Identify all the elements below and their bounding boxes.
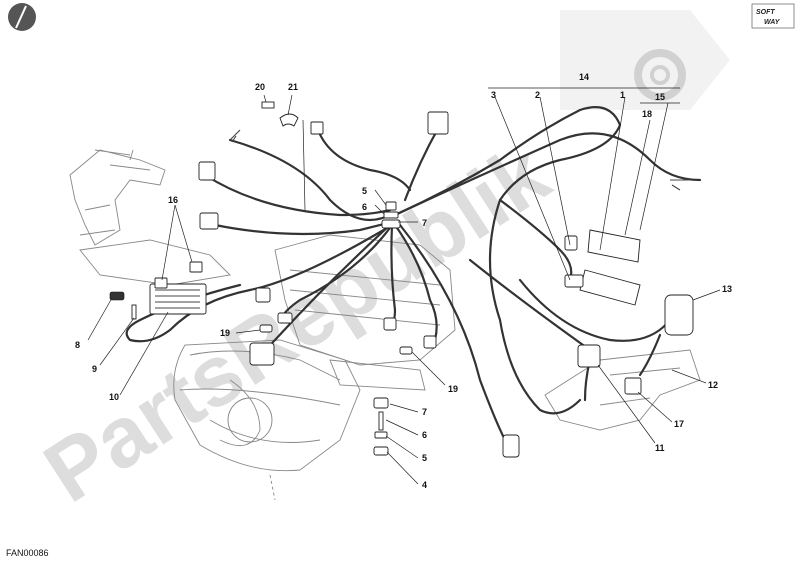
nut-part bbox=[373, 446, 389, 456]
screw-part bbox=[385, 201, 397, 211]
spacer-part bbox=[373, 397, 389, 409]
connector-part bbox=[502, 434, 520, 458]
callout-11: 11 bbox=[655, 443, 665, 453]
sensor-part bbox=[577, 344, 601, 368]
callout-17: 17 bbox=[674, 419, 684, 429]
gear-icon bbox=[634, 49, 686, 101]
callout-7-bottom: 7 bbox=[422, 407, 427, 417]
sensor-part bbox=[624, 377, 642, 395]
callout-6-bottom: 6 bbox=[422, 430, 427, 440]
control-unit-part bbox=[564, 274, 584, 288]
connector-part bbox=[198, 161, 216, 181]
control-unit-part bbox=[587, 229, 641, 263]
callout-20: 20 bbox=[255, 82, 265, 92]
screw-part bbox=[261, 101, 275, 109]
spacer-part bbox=[381, 219, 401, 229]
frame-bracket bbox=[69, 149, 231, 286]
connectors bbox=[109, 101, 694, 458]
watermark-shape bbox=[560, 10, 730, 110]
callout-6-top: 6 bbox=[362, 202, 367, 212]
bulb-part bbox=[399, 346, 413, 355]
screw-part bbox=[378, 411, 384, 431]
connector-part bbox=[383, 317, 397, 331]
callout-3: 3 bbox=[491, 90, 496, 100]
control-unit-part bbox=[564, 235, 578, 251]
connector-part bbox=[423, 335, 437, 349]
callout-13: 13 bbox=[722, 284, 732, 294]
logo-text-2: WAY bbox=[764, 19, 781, 26]
callout-19-right: 19 bbox=[448, 384, 458, 394]
callout-4: 4 bbox=[422, 480, 427, 490]
right-bracket bbox=[544, 349, 701, 431]
connector-part bbox=[199, 212, 219, 230]
callout-5-top: 5 bbox=[362, 186, 367, 196]
regulator-part bbox=[149, 283, 207, 315]
softway-logo: SOFT WAY bbox=[751, 3, 795, 29]
callout-1: 1 bbox=[620, 90, 625, 100]
horn-part bbox=[664, 294, 694, 336]
callout-18: 18 bbox=[642, 109, 652, 119]
clip-part bbox=[279, 113, 299, 127]
washer-part bbox=[374, 431, 388, 439]
callout-15: 15 bbox=[655, 92, 665, 102]
callout-9: 9 bbox=[92, 364, 97, 374]
watermark: PartsRepublik bbox=[28, 10, 730, 521]
callout-14: 14 bbox=[579, 72, 589, 82]
callout-7-top: 7 bbox=[422, 218, 427, 228]
leader-lines bbox=[87, 87, 721, 485]
callout-21: 21 bbox=[288, 82, 298, 92]
callout-10: 10 bbox=[109, 392, 119, 402]
callout-5-bottom: 5 bbox=[422, 453, 427, 463]
callouts: 14 3 2 1 15 18 20 21 5 6 7 16 8 9 10 19 … bbox=[75, 72, 732, 490]
relay-part bbox=[154, 277, 168, 289]
watermark-text: PartsRepublik bbox=[28, 125, 565, 521]
logo-text: SOFT bbox=[756, 9, 775, 16]
relay-part bbox=[189, 261, 203, 273]
washer-part bbox=[383, 211, 399, 219]
callout-2: 2 bbox=[535, 90, 540, 100]
callout-19-left: 19 bbox=[220, 328, 230, 338]
connector-part bbox=[277, 312, 293, 324]
connector-part bbox=[310, 121, 324, 135]
connector-part bbox=[427, 111, 449, 135]
callout-16: 16 bbox=[168, 195, 178, 205]
drawing-code: FAN00086 bbox=[6, 548, 49, 558]
callout-12: 12 bbox=[708, 380, 718, 390]
grommet-part bbox=[109, 291, 125, 301]
corner-badge-icon bbox=[8, 3, 36, 31]
callout-8: 8 bbox=[75, 340, 80, 350]
connector-part bbox=[255, 287, 271, 303]
screw-part bbox=[131, 304, 137, 320]
bulb-part bbox=[259, 324, 273, 333]
control-unit-part bbox=[579, 269, 641, 306]
connector-part bbox=[249, 342, 275, 366]
